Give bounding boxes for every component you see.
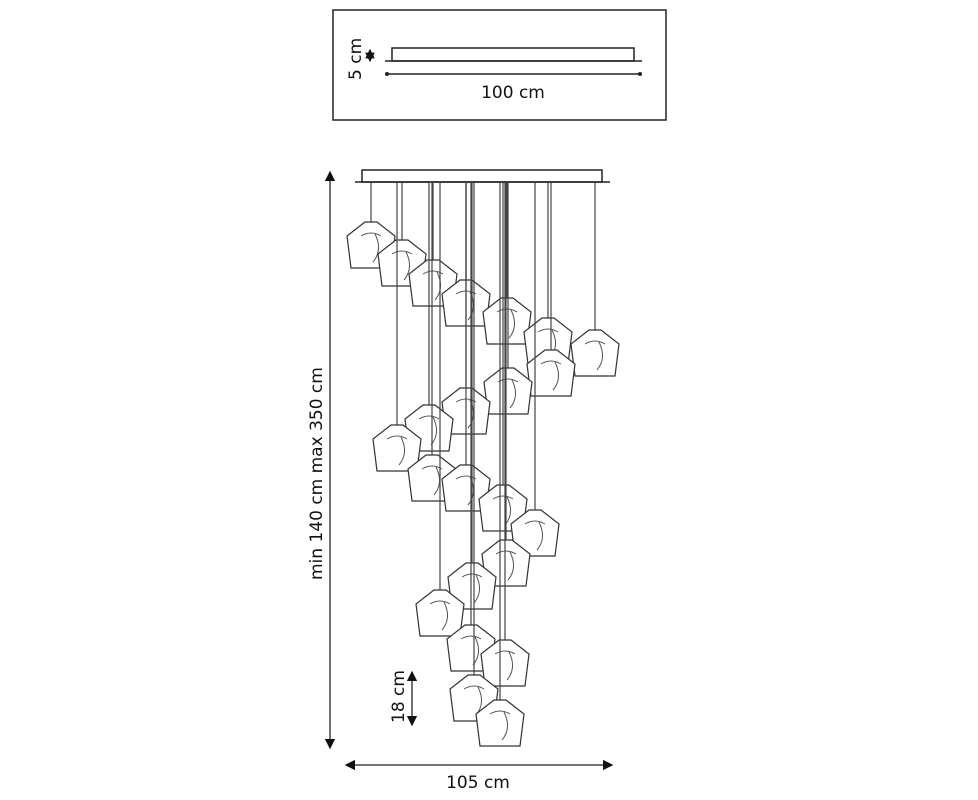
shade-detail bbox=[429, 600, 451, 631]
pendant-shade bbox=[475, 183, 525, 747]
pendant-shade bbox=[372, 183, 422, 472]
shade-outline bbox=[483, 367, 533, 415]
shade-outline bbox=[480, 639, 530, 687]
pendant-shade bbox=[415, 183, 465, 637]
shade-outline bbox=[570, 329, 620, 377]
pendant-shade bbox=[480, 183, 530, 687]
shade-detail bbox=[495, 550, 517, 581]
pendant-shade bbox=[510, 183, 560, 557]
pendant-group bbox=[346, 183, 620, 747]
shade-detail bbox=[391, 250, 413, 281]
pendant-shade bbox=[526, 183, 576, 397]
shade-detail bbox=[524, 520, 546, 551]
drop-label: min 140 cm max 350 cm bbox=[307, 367, 327, 580]
pendant-shade bbox=[447, 183, 497, 610]
shade-outline bbox=[447, 562, 497, 610]
pendant-shade bbox=[570, 183, 620, 377]
shade-detail bbox=[584, 340, 606, 371]
shade-detail bbox=[496, 308, 518, 339]
overall-width-label: 105 cm bbox=[446, 773, 510, 793]
shade-height-label: 18 cm bbox=[389, 670, 409, 723]
shade-detail bbox=[360, 232, 382, 263]
pendant-shade bbox=[481, 183, 531, 587]
shade-outline bbox=[481, 539, 531, 587]
top-view-panel: 5 cm 100 cm bbox=[332, 9, 667, 121]
canopy-width-label: 100 cm bbox=[481, 83, 545, 103]
shade-outline bbox=[475, 699, 525, 747]
shade-detail bbox=[540, 360, 562, 391]
pendant-shade bbox=[483, 183, 533, 415]
canopy-height-label: 5 cm bbox=[346, 38, 366, 80]
shade-outline bbox=[482, 297, 532, 345]
shade-detail bbox=[494, 650, 516, 681]
shade-outline bbox=[510, 509, 560, 557]
canopy-front-view bbox=[355, 169, 610, 183]
pendant-shade bbox=[482, 183, 532, 345]
pendant-shade bbox=[441, 183, 491, 512]
shade-detail bbox=[461, 573, 483, 604]
canopy-top-view bbox=[391, 47, 635, 62]
shade-detail bbox=[489, 710, 511, 741]
shade-outline bbox=[526, 349, 576, 397]
pendant-shade bbox=[523, 183, 573, 365]
shade-detail bbox=[386, 435, 408, 466]
